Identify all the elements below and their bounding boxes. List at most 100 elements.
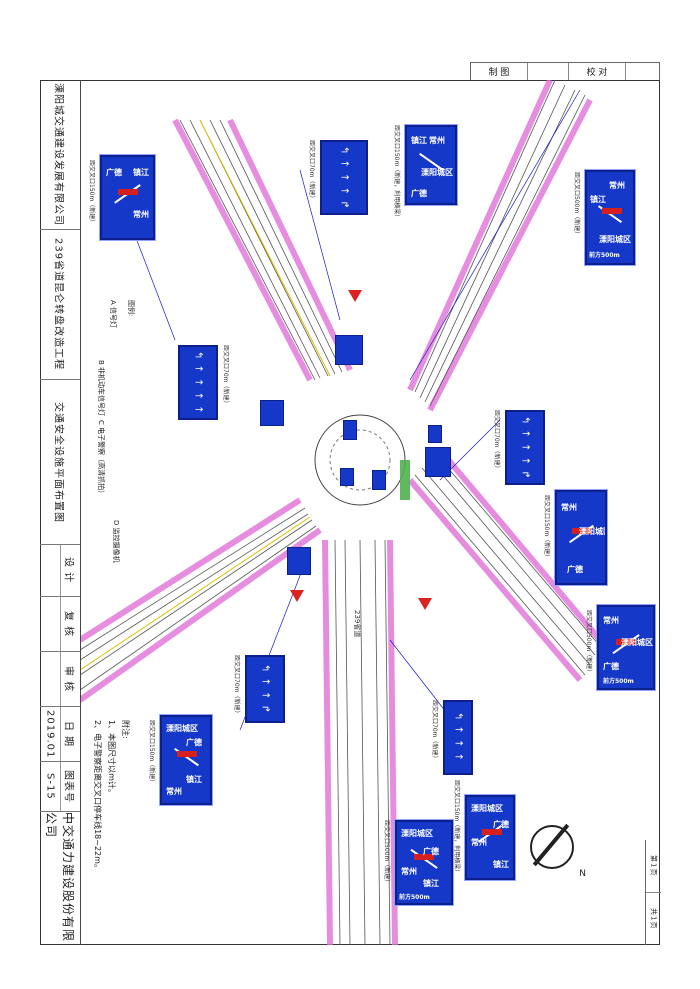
sign-text: 溧阳城区 <box>621 638 653 647</box>
sign-text: 溧阳城区 <box>599 235 631 244</box>
guide-sign-3: 常州 镇江 溧阳城区 前方500m <box>584 169 636 266</box>
sign-text: 广德 <box>186 738 202 747</box>
approval-table: 制 图 校 对 <box>470 62 660 80</box>
guide-sign-7: 溧阳城区 常州 镇江 广德 <box>464 794 516 881</box>
sign-caption: 距交叉口150m（新建，利用横梁） <box>393 125 400 221</box>
sheet-label: 图表号 <box>62 770 74 803</box>
sign-text: 广德 <box>423 847 439 856</box>
route-marker <box>601 208 622 215</box>
sign-text: 镇江 <box>423 879 439 888</box>
small-sign <box>343 420 357 440</box>
project-name: 239省道昆仑转盘改造工程 <box>52 238 64 371</box>
sign-text: 镇江 <box>590 195 606 204</box>
sign-text: 前方500m <box>589 252 620 259</box>
roundabout <box>314 414 406 506</box>
note-item: 1、本图尺寸以m计。 <box>107 720 116 797</box>
legend: 图例: A 信号灯 B 非机动车信号灯 <box>95 300 137 416</box>
sign-text: 镇江 <box>493 860 509 869</box>
sign-text: 镇江 <box>133 168 149 177</box>
yield-sign-icon <box>348 290 362 302</box>
lane-sign-3: ↰ ↑ ↑ ↑ ↱ <box>505 410 545 485</box>
lane-sign-5: ↰ ↑ ↑ ↑ <box>443 700 473 775</box>
sign-text: 常州 <box>429 136 445 145</box>
sign-caption: 距交叉口150m（新建） <box>88 160 95 226</box>
lane-arrows: ↰ ↑ ↑ ↑ ↑ <box>192 350 204 415</box>
route-marker <box>414 854 435 861</box>
client-name: 溧阳城交通建设发展有限公司 <box>52 83 64 226</box>
designer-company: 中交通力建设股份有限公司 <box>44 812 75 943</box>
sign-caption: 距交叉口500m（新建） <box>383 820 390 886</box>
date-value: 2019.01 <box>44 709 56 759</box>
small-sign <box>372 470 386 490</box>
small-sign <box>340 468 354 486</box>
sign-caption: 距交叉口500m（新建） <box>573 172 580 238</box>
review-cell: 复 核 <box>40 597 80 652</box>
check-value <box>626 63 659 80</box>
sign-text: 常州 <box>166 787 182 796</box>
small-sign <box>425 447 451 477</box>
small-sign <box>428 425 442 443</box>
lane-arrows: ↰ ↑ ↑ ↑ ↱ <box>519 415 531 480</box>
sign-text: 广德 <box>567 565 583 574</box>
north-arrow-icon: N <box>530 825 586 879</box>
legend-cont-2: D 监控摄像机 <box>110 520 122 563</box>
sign-caption: 距交叉口70m（新建） <box>233 655 240 717</box>
sign-text: 广德 <box>603 662 619 671</box>
sign-text: 溧阳城区 <box>166 724 198 733</box>
lane-sign-1: ↰ ↑ ↑ ↑ ↱ <box>320 140 368 215</box>
guide-sign-2: 常州 镇江 溧阳城区 广德 <box>404 124 458 206</box>
sign-text: 溧阳城区 <box>421 168 453 177</box>
guide-sign-6: 溧阳城区 广德 镇江 常州 <box>159 714 213 806</box>
sign-text: 溧阳城区 <box>579 527 605 536</box>
sign-text: 前方500m <box>399 894 430 901</box>
sign-text: 常州 <box>471 838 487 847</box>
guide-sign-4: 常州 溧阳城区 广德 <box>554 489 608 586</box>
page-number: 第1页 <box>649 855 658 877</box>
guide-sign-5: 常州 溧阳城区 广德 前方500m <box>596 604 656 691</box>
page-total: 共1页 <box>649 908 658 930</box>
sign-text: 广德 <box>411 189 427 198</box>
road-label: 239省道 <box>353 610 361 638</box>
legend-item: D 监控摄像机 <box>112 520 120 563</box>
note-item: 2、电子警察距离交叉口停车线18~22m。 <box>93 720 102 872</box>
sign-caption: 距交叉口70m（新建） <box>308 140 315 202</box>
drawing-title: 交通安全设施平面布置图 <box>52 401 64 523</box>
sign-caption: 距交叉口150m（新建） <box>543 495 550 561</box>
title-block: 溧阳城交通建设发展有限公司 239省道昆仑转盘改造工程 交通安全设施平面布置图 … <box>40 80 81 945</box>
project-cell: 239省道昆仑转盘改造工程 <box>40 230 80 380</box>
approve-cell: 审 核 <box>40 652 80 707</box>
sign-text: 镇江 <box>186 775 202 784</box>
drawn-label: 制 图 <box>471 63 528 80</box>
lane-arrows: ↰ ↑ ↑ ↱ <box>259 663 271 715</box>
design-cell: 设 计 <box>40 545 80 597</box>
sign-text: 前方500m <box>603 678 634 685</box>
notes-title: 附注: <box>121 720 130 739</box>
small-sign <box>335 335 363 365</box>
drawn-value <box>528 63 569 80</box>
guide-sign-1: 广德 镇江 常州 <box>99 154 156 241</box>
route-marker <box>572 528 593 535</box>
sign-caption: 距交叉口150m（新建，利用横梁） <box>453 780 460 876</box>
approve-value <box>40 652 61 706</box>
route-marker <box>177 751 198 758</box>
legend-item: C 电子警察（高清抓拍） <box>97 420 105 498</box>
check-label: 校 对 <box>569 63 626 80</box>
sign-text: 溧阳城区 <box>401 829 433 838</box>
sign-text: 镇江 <box>411 136 427 145</box>
legend-item: A 信号灯 <box>109 300 117 329</box>
legend-cont: C 电子警察（高清抓拍） <box>95 420 107 497</box>
route-marker <box>118 189 139 196</box>
notes: 附注: 1、本图尺寸以m计。 2、电子警察距离交叉口停车线18~22m。 <box>90 720 132 872</box>
review-label: 复 核 <box>62 610 74 638</box>
sign-text: 广德 <box>493 820 509 829</box>
design-value <box>40 545 61 596</box>
design-label: 设 计 <box>62 557 74 584</box>
route-marker <box>616 639 637 646</box>
road-edge-se <box>407 448 603 682</box>
lane-sign-4: ↰ ↑ ↑ ↱ <box>245 655 285 723</box>
review-value <box>40 597 61 651</box>
sign-text: 常州 <box>401 867 417 876</box>
sign-text: 常州 <box>603 616 619 625</box>
road-edge-ne <box>407 80 593 412</box>
